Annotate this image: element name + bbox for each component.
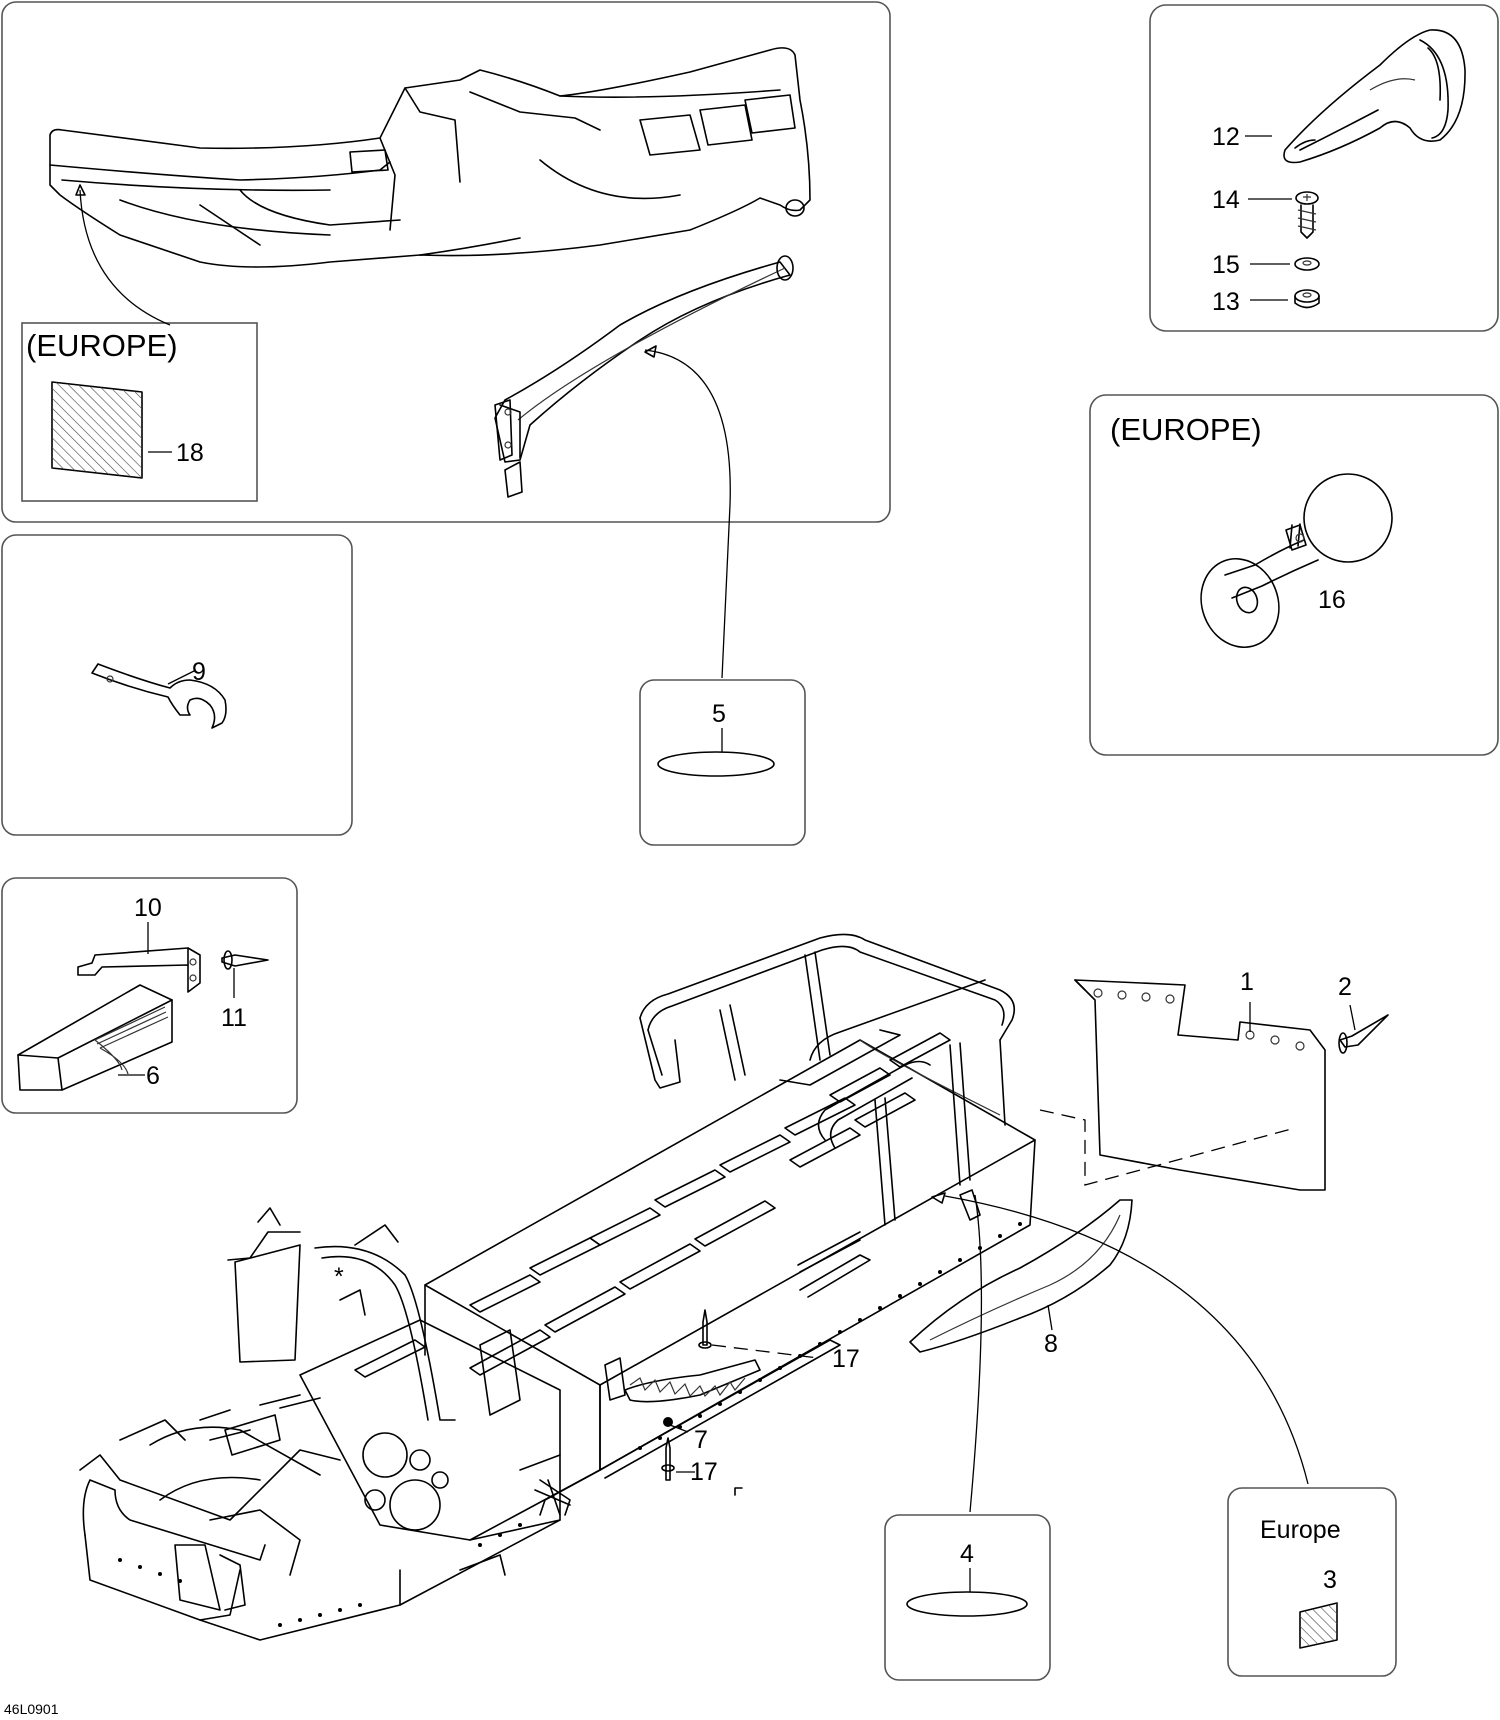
callout-15: 15 — [1212, 251, 1240, 279]
panel-decal-4 — [884, 1514, 1051, 1681]
screw-14 — [1295, 191, 1319, 239]
leader-to-reflector3 — [944, 1195, 1309, 1485]
drawing-id: 46L0901 — [4, 1701, 59, 1717]
rivet-11 — [221, 950, 269, 970]
asterisk-mark: * — [334, 1263, 344, 1291]
callout-5: 5 — [712, 700, 726, 728]
region-label-europe-small: Europe — [1260, 1516, 1341, 1544]
callout-18: 18 — [176, 439, 204, 467]
callout-3: 3 — [1323, 1566, 1337, 1594]
callout-8: 8 — [1044, 1330, 1058, 1358]
snow-flap-1 — [1074, 979, 1326, 1191]
panel-horn-europe — [1089, 394, 1499, 756]
bracket-10 — [77, 947, 201, 993]
leader-17-upper — [711, 1344, 819, 1359]
leader-7 — [669, 1424, 689, 1433]
panel-decal-5 — [639, 679, 806, 846]
callout-7: 7 — [694, 1426, 708, 1454]
arrow-tube — [644, 345, 657, 358]
side-guard-8 — [909, 1199, 1133, 1353]
horn-16 — [1200, 473, 1393, 649]
panel-tool-bag — [1, 877, 298, 1114]
leader-tube-to-decal5 — [644, 349, 731, 679]
region-label-europe-top: (EUROPE) — [26, 328, 178, 363]
rivet-17-lower — [661, 1437, 675, 1481]
panel-europe-reflector-3 — [1227, 1487, 1397, 1677]
nut-13 — [1294, 289, 1320, 309]
callout-10: 10 — [134, 894, 162, 922]
washer-15 — [1294, 257, 1320, 271]
flap-dashed-guide — [1039, 1109, 1296, 1186]
reflector-3 — [1299, 1602, 1338, 1649]
leader-hood-to-europe — [79, 189, 171, 326]
callout-17-lower: 17 — [690, 1458, 718, 1486]
callout-4: 4 — [960, 1540, 974, 1568]
rivet-2 — [1338, 1014, 1389, 1054]
callout-9: 9 — [192, 658, 206, 686]
callout-11: 11 — [221, 1004, 247, 1032]
callout-1: 1 — [1240, 968, 1254, 996]
callout-12: 12 — [1212, 123, 1240, 151]
reflector-18 — [51, 381, 143, 479]
region-label-europe-horn: (EUROPE) — [1110, 412, 1262, 447]
callout-17-upper: 17 — [832, 1345, 860, 1373]
callout-2: 2 — [1338, 973, 1352, 1001]
panel-europe-reflector — [21, 322, 258, 502]
rivet-17-upper — [698, 1309, 712, 1349]
callout-6: 6 — [146, 1062, 160, 1090]
panel-mirror-hardware — [1149, 4, 1499, 332]
leader-to-decal4 — [969, 1194, 983, 1513]
chassis-frame — [79, 933, 1036, 1641]
callout-14: 14 — [1212, 186, 1240, 214]
arrow-hood — [75, 184, 86, 196]
tool-bag-6 — [17, 984, 173, 1091]
callout-16: 16 — [1318, 586, 1346, 614]
panel-hood-assembly — [1, 1, 891, 523]
front-bumper-tube — [494, 255, 794, 498]
mirror-12 — [1283, 29, 1466, 164]
corner-mark — [734, 1487, 743, 1496]
decal-4 — [906, 1591, 1028, 1617]
decal-5 — [657, 751, 775, 777]
callout-13: 13 — [1212, 288, 1240, 316]
panel-spanner-wrench — [1, 534, 353, 836]
hood-fascia-drawing — [49, 47, 811, 268]
spanner-wrench-9 — [91, 663, 227, 729]
